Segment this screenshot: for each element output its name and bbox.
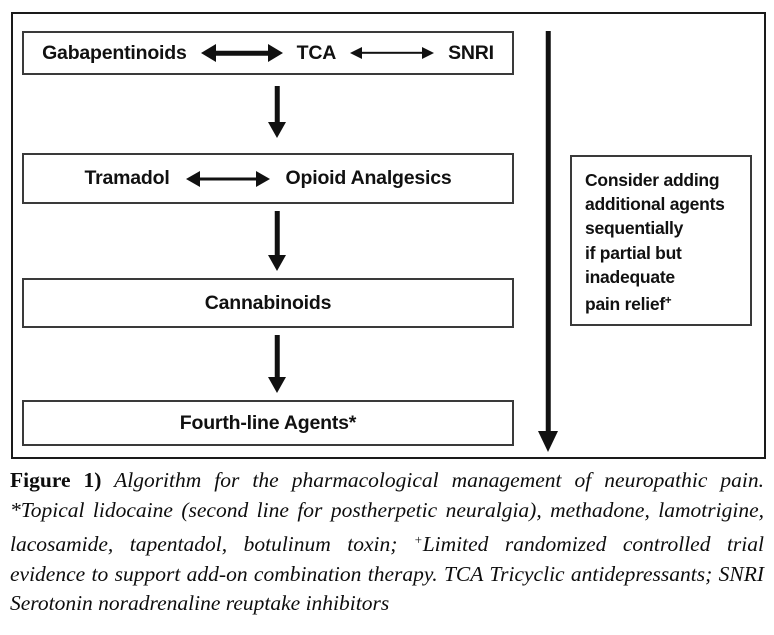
note-line-last-text: pain relief <box>585 294 665 315</box>
down-arrow-icon-1 <box>267 86 287 138</box>
arrow-head-right <box>267 44 283 62</box>
arrow-shaft <box>274 86 280 122</box>
note-box: Consider adding additional agents sequen… <box>570 155 752 326</box>
note-line: if partial but <box>585 242 682 263</box>
note-line-last: pain relief+ <box>585 289 750 316</box>
double-headed-arrow-icon-tramadol-opioids <box>185 170 270 187</box>
double-headed-arrow-icon-gabapentinoids-tca <box>200 44 283 62</box>
flow-box-first-line: Gabapentinoids TCA SNRI <box>22 31 514 75</box>
note-line: Consider adding <box>585 170 720 190</box>
caption-figure-number: Figure 1) <box>10 468 102 492</box>
arrow-head-down <box>268 377 286 393</box>
down-arrow-icon-3 <box>267 335 287 393</box>
figure-outer-frame: Gabapentinoids TCA SNRI Tramadol <box>11 12 766 459</box>
node-label-opioid-analgesics: Opioid Analgesics <box>285 167 452 189</box>
long-down-arrow-icon <box>537 31 559 452</box>
arrow-head-right <box>255 170 270 187</box>
node-label-tca: TCA <box>296 41 337 64</box>
arrow-head-down <box>268 255 286 271</box>
arrow-head-down <box>538 431 558 452</box>
second-line-row: Tramadol Opioid Analgesics <box>84 167 451 190</box>
node-label-snri: SNRI <box>448 41 494 64</box>
arrow-head-left <box>200 44 216 62</box>
caption-body-part-1: Algorithm for the pharmacological manage… <box>10 468 764 556</box>
arrow-shaft <box>274 335 280 377</box>
flow-box-fourth-line: Fourth-line Agents* <box>22 400 514 446</box>
caption-dagger-marker: + <box>413 532 423 547</box>
arrow-head-right <box>422 47 435 59</box>
flow-box-third-line: Cannabinoids <box>22 278 514 328</box>
arrow-shaft <box>545 31 551 431</box>
node-label-fourth-line-agents: Fourth-line Agents* <box>179 411 357 434</box>
node-label-cannabinoids: Cannabinoids <box>204 291 332 314</box>
note-line: sequentially <box>585 218 684 239</box>
arrow-head-left <box>350 47 363 59</box>
arrow-head-left <box>185 170 200 187</box>
down-arrow-icon-2 <box>267 211 287 271</box>
third-line-row: Cannabinoids <box>205 292 332 315</box>
figure-caption: Figure 1) Algorithm for the pharmacologi… <box>10 466 764 619</box>
arrow-shaft <box>360 51 425 55</box>
arrow-shaft <box>274 211 280 255</box>
arrow-shaft <box>210 50 273 56</box>
note-line: inadequate <box>585 266 675 287</box>
arrow-shaft <box>195 177 260 180</box>
note-line: additional agents <box>585 194 725 215</box>
fourth-line-row: Fourth-line Agents* <box>179 411 357 435</box>
note-dagger-marker: + <box>664 295 672 308</box>
node-label-gabapentinoids: Gabapentinoids <box>42 41 187 64</box>
caption-body-part-2: Limited randomized controlled trial evid… <box>10 532 764 615</box>
arrow-head-down <box>268 122 286 138</box>
first-line-row: Gabapentinoids TCA SNRI <box>42 42 494 65</box>
double-headed-arrow-icon-tca-snri <box>350 45 435 61</box>
flow-box-second-line: Tramadol Opioid Analgesics <box>22 153 514 204</box>
node-label-tramadol: Tramadol <box>84 167 170 189</box>
